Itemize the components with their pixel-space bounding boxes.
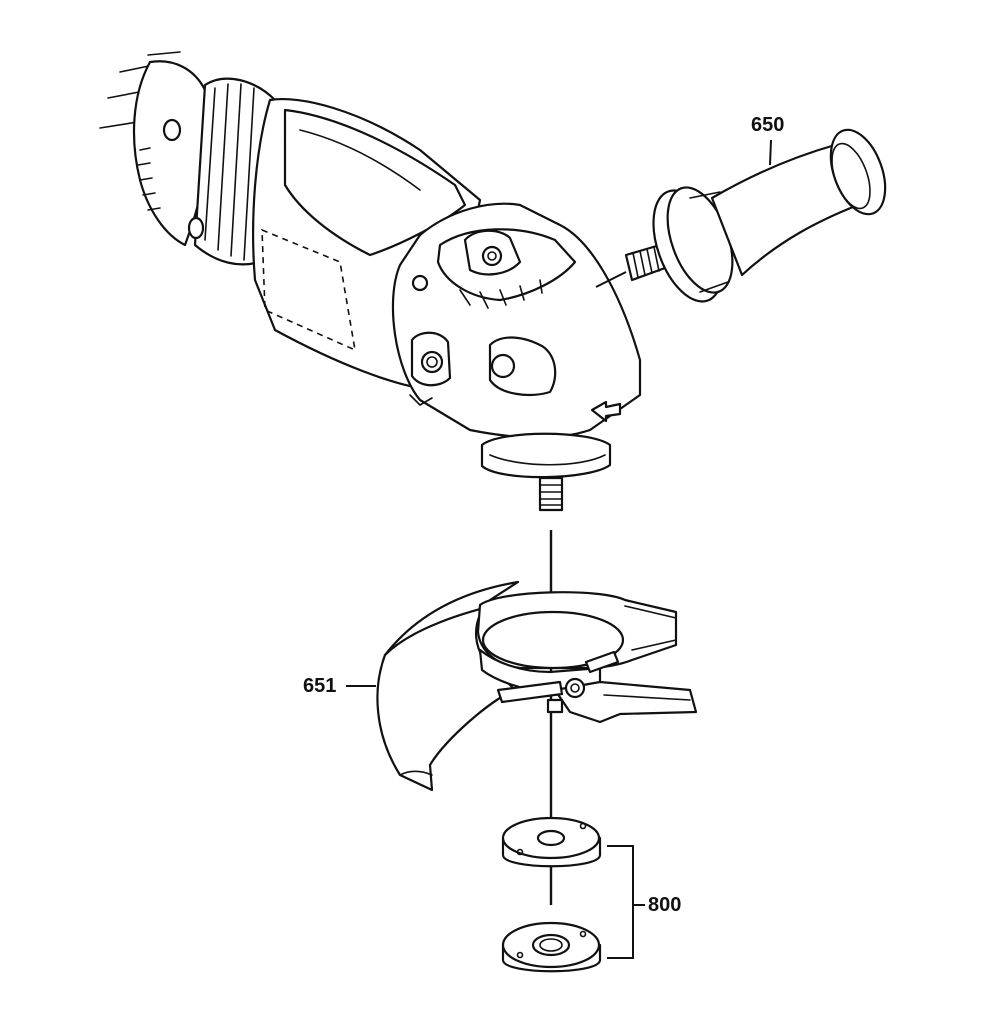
callout-651: 651 — [303, 675, 337, 697]
angle-grinder-body — [99, 51, 642, 512]
wheel-guard-651 — [376, 580, 698, 792]
handle-mount-line — [595, 271, 627, 288]
mounting-flange-lower — [501, 921, 602, 973]
side-handle-650 — [624, 128, 887, 303]
flange-set-bracket — [607, 845, 634, 959]
callout-650: 650 — [751, 114, 785, 136]
callout-650-leader — [769, 139, 772, 166]
mounting-flange-upper — [501, 816, 602, 868]
callout-800: 800 — [648, 894, 682, 916]
